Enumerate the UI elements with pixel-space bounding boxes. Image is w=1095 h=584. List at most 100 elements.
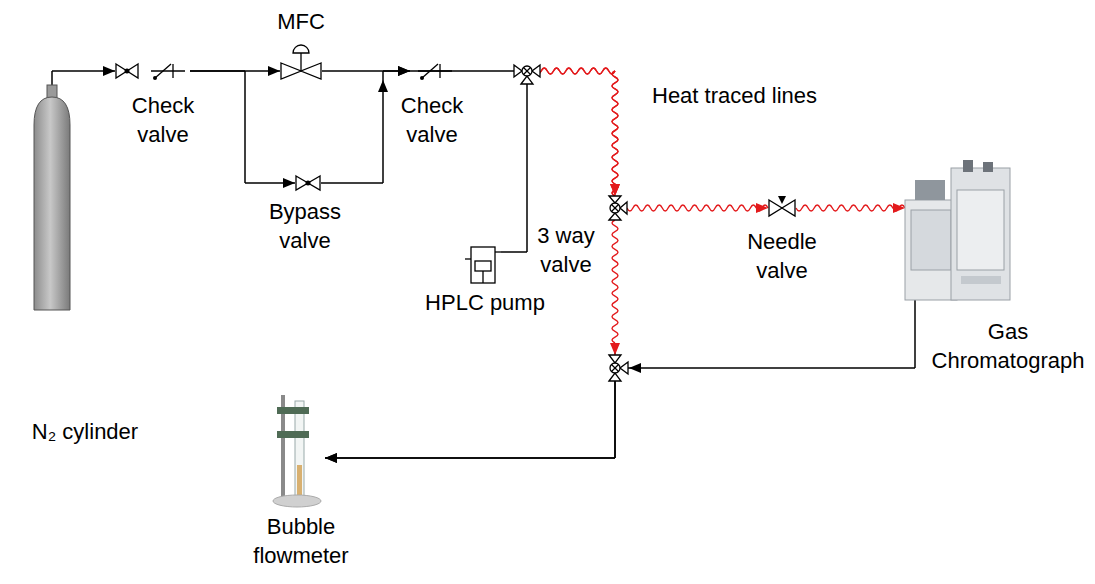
arrow-head [893, 203, 905, 213]
line-note: Heat traced lines [652, 82, 817, 111]
symbol-polygon [778, 196, 786, 204]
pipe-line [325, 220, 618, 463]
arrow-head [629, 363, 641, 373]
valve-port [532, 65, 540, 77]
equipment-symbol [465, 245, 501, 285]
equipment-label: N₂ cylinder [10, 418, 160, 447]
pipe-segment [914, 300, 916, 368]
heat-traced-line [612, 71, 618, 196]
pipe-line [460, 68, 620, 196]
pipe-line [322, 66, 410, 76]
symbol-line [495, 251, 501, 252]
equipment-item: Check valve [115, 63, 190, 79]
symbol-line [482, 271, 483, 283]
heat-traced-line [535, 68, 615, 74]
equipment-label: MFC [266, 8, 336, 37]
arrow-head [283, 178, 295, 188]
equipment-item: HPLC pump [465, 245, 501, 285]
pipe-segment [325, 457, 615, 459]
heat-traced-line [612, 220, 618, 343]
symbol-line [155, 64, 171, 78]
symbol-polygon [620, 202, 627, 214]
symbol-rect [297, 465, 302, 495]
symbol-polygon [609, 196, 621, 203]
four-way-valve [514, 65, 540, 84]
equipment-symbol [295, 175, 321, 191]
equipment-label: HPLC pump [420, 289, 550, 318]
valve-port [609, 373, 621, 381]
pipe-segment [501, 251, 527, 253]
valve-cross [524, 68, 531, 75]
pipe-line [321, 66, 410, 183]
equipment-symbol [34, 85, 70, 310]
arrow-head [610, 343, 620, 355]
pipe-line [190, 71, 295, 188]
pipe-segment [322, 70, 410, 72]
arrow-head [103, 66, 115, 76]
valve-port [620, 362, 628, 374]
symbol-rect [961, 276, 1001, 284]
equipment-symbol [410, 63, 460, 79]
symbol-polygon [301, 63, 321, 79]
symbol-line [151, 70, 185, 71]
arrow-head [610, 184, 620, 196]
heat-traced-line [796, 205, 905, 211]
symbol-circle [306, 181, 311, 186]
pipe-segment [51, 71, 53, 85]
equipment-item: Gas Chromatograph [905, 160, 1010, 300]
equipment-label: Gas Chromatograph [928, 318, 1088, 375]
equipment-item: MFC [280, 46, 322, 80]
symbol-circle [153, 76, 157, 80]
symbol-rect [475, 261, 491, 271]
symbol-rect [295, 401, 304, 497]
equipment-label: Needle valve [742, 228, 822, 285]
pipe-line [627, 203, 768, 213]
arrow-head [378, 80, 388, 92]
pipe-segment [244, 71, 246, 183]
heat-traced-line [535, 68, 615, 74]
pipe-segment [321, 182, 383, 184]
pipe-line [52, 66, 115, 85]
equipment-label: Check valve [123, 92, 203, 149]
valve-cross [612, 365, 619, 372]
valve-cross [524, 68, 531, 75]
heat-traced-line [612, 71, 618, 196]
symbol-line [410, 70, 460, 71]
symbol-rect [471, 247, 495, 283]
arrow-head [756, 203, 768, 213]
symbol-rect [911, 210, 951, 270]
symbol-polygon [782, 200, 795, 216]
pipe-line [325, 300, 915, 463]
symbol-line [612, 205, 619, 212]
pipe-line [190, 66, 280, 76]
pipe-segment [615, 367, 915, 369]
symbol-path [293, 45, 309, 53]
outlet-valve [609, 355, 628, 381]
arrow-head [325, 453, 337, 463]
arrow-head [610, 184, 620, 196]
symbol-polygon [609, 213, 621, 220]
arrow-head [268, 66, 280, 76]
arrow-head [398, 66, 410, 76]
equipment-label: 3 way valve [531, 222, 601, 279]
symbol-rect [277, 407, 309, 414]
symbol-line [172, 64, 173, 78]
symbol-circle [610, 203, 620, 213]
equipment-symbol [275, 395, 325, 508]
symbol-line [465, 258, 471, 259]
symbol-rect [915, 180, 945, 200]
valve-port [521, 76, 533, 84]
equipment-item: Bubble flowmeter [275, 395, 325, 508]
symbol-polygon [281, 63, 301, 79]
equipment-label: Check valve [392, 92, 472, 149]
arrow-head [325, 453, 337, 463]
equipment-symbol [115, 63, 190, 79]
symbol-ellipse [273, 495, 321, 507]
valve-port [609, 355, 621, 363]
equipment-item: 3 way valve [603, 196, 627, 220]
symbol-rect [983, 162, 993, 172]
equipment-symbol [603, 196, 627, 220]
symbol-line [612, 205, 619, 212]
equipment-symbol [768, 196, 796, 220]
